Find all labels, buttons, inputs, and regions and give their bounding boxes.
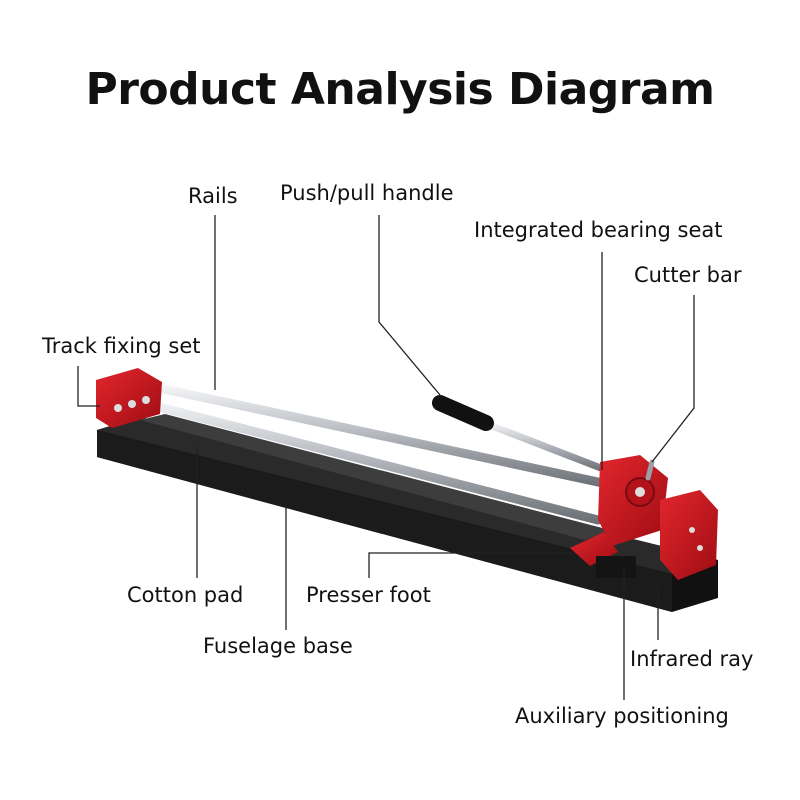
- integrated-bearing-seat: [598, 455, 668, 546]
- label-push-pull-handle: Push/pull handle: [280, 181, 454, 205]
- label-cutter-bar: Cutter bar: [634, 263, 742, 287]
- fuselage-base: [97, 417, 718, 612]
- cotton-pad: [140, 414, 610, 540]
- label-infrared-ray: Infrared ray: [630, 647, 754, 671]
- leader-push-pull-handle: [378, 215, 441, 396]
- leader-presser-foot: [368, 552, 572, 578]
- leader-lines: [77, 215, 695, 700]
- label-cotton-pad: Cotton pad: [127, 583, 244, 607]
- label-presser-foot: Presser foot: [306, 583, 431, 607]
- track-fixing-set: [96, 368, 162, 428]
- rails: [127, 381, 617, 525]
- cutter-bar: [645, 459, 655, 481]
- auxiliary-positioning-block: [596, 556, 636, 578]
- leader-track-fixing-set: [77, 366, 100, 407]
- right-end-plate: [660, 490, 718, 580]
- push-pull-handle: [432, 395, 610, 474]
- page-title: Product Analysis Diagram: [85, 64, 715, 115]
- label-rails: Rails: [188, 184, 238, 208]
- label-fuselage-base: Fuselage base: [203, 634, 353, 658]
- label-auxiliary-positioning: Auxiliary positioning: [515, 704, 729, 728]
- label-track-fixing-set: Track fixing set: [42, 334, 201, 358]
- leader-cutter-bar: [651, 295, 695, 463]
- label-integrated-bearing-seat: Integrated bearing seat: [474, 218, 723, 242]
